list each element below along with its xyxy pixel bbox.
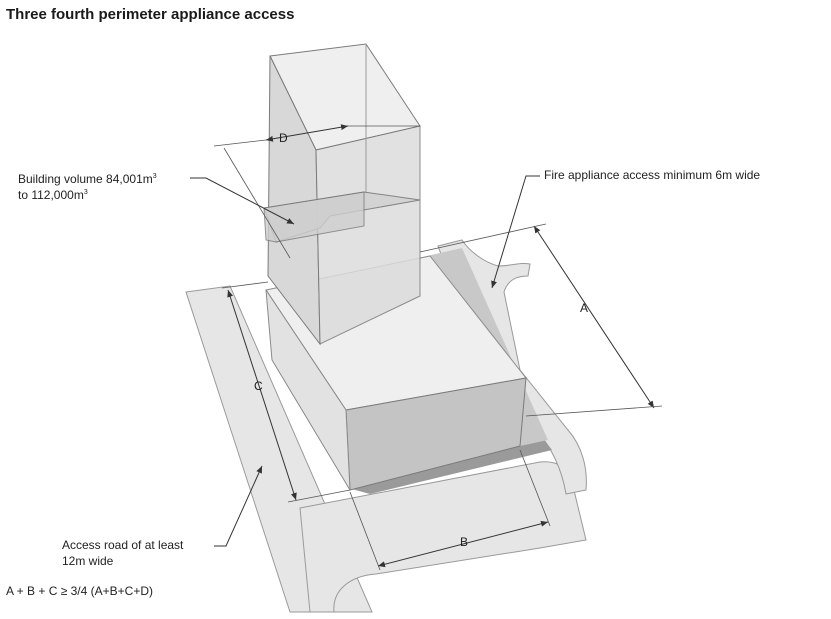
tower-wing-front: [263, 191, 365, 243]
extension-line-b-right: [519, 449, 551, 527]
leader-fire-appliance-access: [491, 175, 540, 289]
extension-line-a-top: [419, 223, 547, 253]
extension-line-c-bottom: [287, 489, 351, 503]
leader-access-road: [214, 465, 263, 547]
access-road-line2: 12m wide: [62, 554, 114, 568]
fire-appliance-access-label: Fire appliance access minimum 6m wide: [544, 168, 761, 182]
access-road-line1: Access road of at least: [62, 538, 184, 552]
dimension-line-a: [533, 225, 655, 409]
extension-line-d-right: [213, 139, 267, 147]
extension-line-c-top: [221, 281, 269, 289]
building-volume-line2: to 112,000m: [18, 188, 84, 202]
building-volume-line1-superscript: 3: [152, 173, 157, 180]
building-volume-line2-superscript: 3: [83, 189, 88, 196]
dimension-label-d: D: [279, 131, 288, 145]
dimension-label-b: B: [460, 535, 469, 549]
dimension-line-b: [377, 520, 549, 568]
tower-front: [315, 125, 421, 345]
dimension-line-d: [265, 124, 349, 142]
building-volume-line1: Building volume 84,001m: [18, 172, 153, 186]
dimension-label-c: C: [254, 379, 263, 393]
extension-line-d-left: [223, 147, 291, 259]
diagram-title: Three fourth perimeter appliance access: [6, 6, 295, 23]
access-road-label: Access road of at least 12m wide: [62, 537, 183, 569]
perimeter-formula: A + B + C ≥ 3/4 (A+B+C+D): [6, 584, 153, 598]
dimension-label-a: A: [580, 301, 589, 315]
extension-line-a-bottom: [525, 405, 663, 417]
building-volume-label: Building volume 84,001m3 to 112,000m3: [18, 171, 157, 203]
extension-line-b-left: [349, 491, 381, 571]
leader-building-volume: [190, 177, 295, 225]
dimension-line-c: [227, 289, 297, 501]
